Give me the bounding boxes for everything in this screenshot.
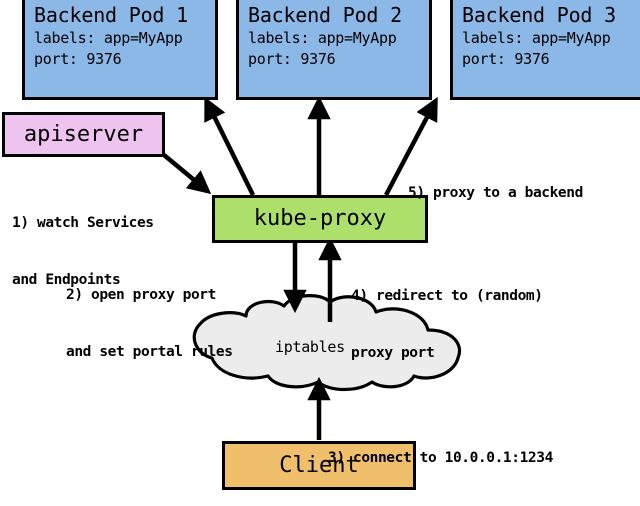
apiserver-node[interactable]: apiserver: [2, 112, 165, 157]
edge-apiserver-to-kubeproxy: [162, 153, 212, 195]
backend-pod-1[interactable]: Backend Pod 1 labels: app=MyApp port: 93…: [22, 0, 218, 100]
step-3-label: 3) connect to 10.0.0.1:1234: [328, 411, 553, 506]
backend-pod-3-port: port: 9376: [462, 50, 550, 68]
backend-pod-3-title: Backend Pod 3: [462, 3, 616, 27]
backend-pod-3[interactable]: Backend Pod 3 labels: app=MyApp port: 93…: [450, 0, 640, 100]
backend-pod-2[interactable]: Backend Pod 2 labels: app=MyApp port: 93…: [236, 0, 432, 100]
diagram-canvas: Backend Pod 1 labels: app=MyApp port: 93…: [2, 0, 640, 490]
step-4-line-2: proxy port: [351, 345, 435, 361]
step-1-line-1: 1) watch Services: [12, 215, 154, 231]
backend-pod-1-title: Backend Pod 1: [34, 3, 188, 27]
step-4-label: 4) redirect to (random) proxy port: [351, 249, 543, 401]
step-2-line-1: 2) open proxy port: [66, 287, 216, 303]
backend-pod-2-labels: labels: app=MyApp: [248, 29, 397, 47]
edge-kubeproxy-to-pod1: [204, 96, 256, 196]
apiserver-label: apiserver: [23, 121, 144, 147]
step-2-label: 2) open proxy port and set portal rules: [66, 248, 233, 400]
step-1-label: 1) watch Services and Endpoints: [12, 176, 154, 328]
step-2-line-2: and set portal rules: [66, 344, 233, 360]
step-4-line-1: 4) redirect to (random): [351, 288, 543, 304]
kube-proxy-node[interactable]: kube-proxy: [212, 195, 428, 243]
backend-pod-1-labels: labels: app=MyApp: [34, 29, 183, 47]
backend-pod-2-title: Backend Pod 2: [248, 3, 402, 27]
step-5-label: 5) proxy to a backend: [408, 146, 583, 241]
backend-pod-2-port: port: 9376: [248, 50, 336, 68]
step-1-line-2: and Endpoints: [12, 272, 121, 288]
iptables-label: iptables: [275, 338, 345, 356]
client-node[interactable]: Client: [222, 441, 416, 490]
backend-pod-3-labels: labels: app=MyApp: [462, 29, 611, 47]
backend-pod-1-port: port: 9376: [34, 50, 122, 68]
kube-proxy-label: kube-proxy: [253, 206, 387, 231]
step-5-line-1: 5) proxy to a backend: [408, 185, 583, 201]
client-label: Client: [279, 452, 359, 478]
step-3-line-1: 3) connect to 10.0.0.1:1234: [328, 450, 553, 466]
